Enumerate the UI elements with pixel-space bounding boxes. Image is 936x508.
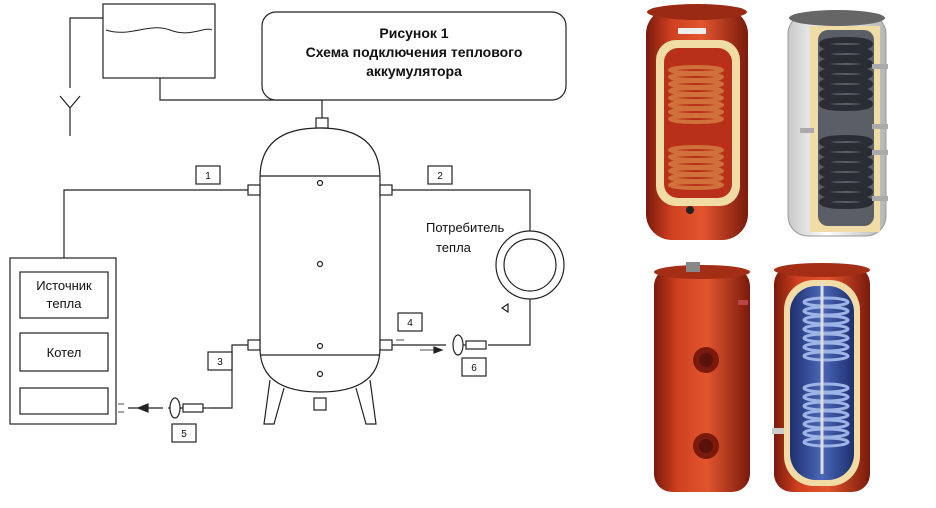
port-6-label: 6 — [471, 363, 477, 374]
pipe-2 — [392, 189, 531, 232]
pipe-return — [488, 298, 531, 346]
heat-source-label-1: Источник — [36, 278, 92, 293]
pipe-1 — [63, 189, 248, 258]
figure-title: Рисунок 1 — [379, 25, 448, 41]
port-5-box — [171, 423, 197, 443]
tank-photo-dark-coil — [787, 10, 888, 237]
boiler-label: Котел — [47, 345, 82, 360]
consumer-ring — [495, 230, 565, 300]
consumer-label-2: тепла — [436, 240, 472, 255]
check-valve-icon — [500, 302, 509, 314]
heat-source-label-2: тепла — [47, 296, 83, 311]
expansion-tank — [69, 3, 216, 88]
port-4-box — [397, 312, 423, 332]
flow-arrow-4-icon — [396, 339, 444, 354]
port-1-label: 1 — [205, 171, 211, 182]
tank-photo-red-exterior — [654, 262, 750, 492]
port-2-label: 2 — [437, 171, 443, 182]
port-1-box — [195, 165, 221, 185]
pipe-3 — [212, 344, 248, 409]
pump-5-icon — [168, 397, 212, 419]
port-3-label: 3 — [217, 357, 223, 368]
port-3-box — [207, 351, 233, 371]
figure-subtitle-1: Схема подключения теплового — [306, 44, 523, 60]
tank-photo-copper-coil — [646, 4, 748, 240]
coil-turn — [668, 180, 724, 190]
coil-turn — [802, 350, 850, 362]
pump-6-icon — [452, 334, 487, 356]
coil-turn — [819, 195, 873, 209]
storage-tank — [247, 117, 393, 425]
coil-turn — [802, 436, 850, 448]
title-box — [261, 11, 567, 101]
drain-funnel-icon — [59, 95, 81, 136]
coil-turn — [668, 114, 724, 124]
coil-turn — [819, 97, 873, 111]
flow-arrow-5-icon — [118, 403, 149, 413]
figure-subtitle-2: аккумулятора — [366, 63, 462, 79]
heat-source-unit — [9, 257, 117, 425]
port-2-box — [427, 165, 453, 185]
expansion-line — [159, 78, 323, 118]
schematic — [9, 3, 567, 443]
tank-photo-blue-interior — [772, 263, 870, 492]
port-4-label: 4 — [407, 318, 413, 329]
consumer-label-1: Потребитель — [426, 220, 504, 235]
port-5-label: 5 — [181, 429, 187, 440]
port-6-box — [461, 357, 487, 377]
